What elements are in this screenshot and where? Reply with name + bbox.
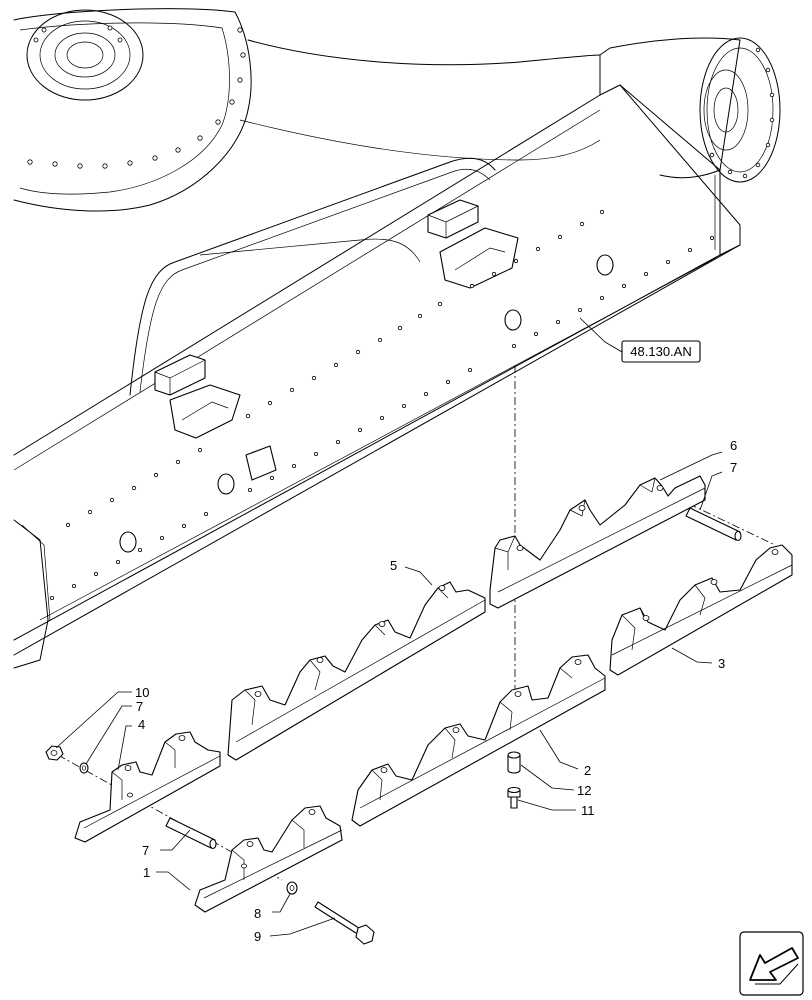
pin-7-upper xyxy=(685,507,742,542)
callout-9: 9 xyxy=(254,929,261,944)
callout-8-upper: 7 xyxy=(136,699,143,714)
guard-part-5 xyxy=(227,581,486,761)
bushing-12 xyxy=(507,751,521,774)
leader-lines xyxy=(55,451,723,937)
callout-7-lower: 7 xyxy=(142,843,149,858)
nut-10 xyxy=(45,745,64,761)
bolt-11 xyxy=(507,786,521,809)
pin-7-lower xyxy=(165,817,217,850)
guard-part-3 xyxy=(609,544,793,676)
bolt-9 xyxy=(314,901,375,945)
navigation-arrow-icon[interactable] xyxy=(739,931,804,996)
ring-bolt-holes xyxy=(27,25,246,169)
reference-label: 48.130.AN xyxy=(630,344,691,359)
callout-2: 2 xyxy=(584,763,591,778)
callout-6: 6 xyxy=(730,438,737,453)
callout-1: 1 xyxy=(143,865,150,880)
guard-part-1 xyxy=(194,805,343,913)
callout-8-lower: 8 xyxy=(254,906,261,921)
washer-8-lower xyxy=(286,881,298,895)
callout-5: 5 xyxy=(390,558,397,573)
callout-3: 3 xyxy=(718,656,725,671)
washer-8-left xyxy=(79,762,89,774)
callout-11: 11 xyxy=(581,803,595,818)
track-frame xyxy=(13,8,781,669)
motor-bolt-holes xyxy=(709,47,775,179)
reference-48-130-an[interactable]: 48.130.AN xyxy=(579,317,701,363)
callout-10: 10 xyxy=(135,685,149,700)
callout-labels: 6 7 5 3 2 12 11 10 7 4 7 1 8 9 xyxy=(135,438,737,944)
guard-part-4 xyxy=(74,731,221,843)
callout-7-upper: 7 xyxy=(730,460,737,475)
callout-4: 4 xyxy=(138,717,145,732)
guard-part-2 xyxy=(351,654,606,827)
beam-bolt-holes xyxy=(50,209,715,601)
guard-part-6 xyxy=(489,475,706,609)
callout-12: 12 xyxy=(577,783,591,798)
